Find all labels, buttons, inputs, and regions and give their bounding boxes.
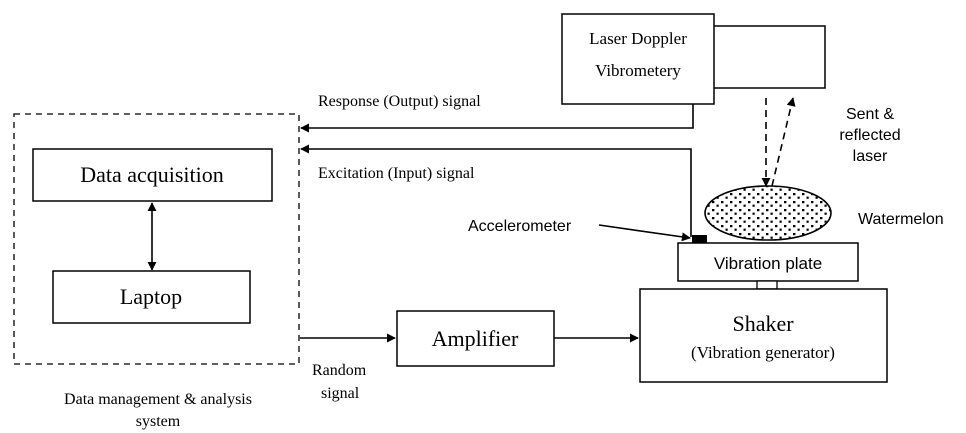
random-signal-label-line1: Random — [312, 362, 367, 379]
ldv-label-line2: Vibrometery — [595, 61, 681, 80]
laser-doppler-vibrometer: Laser Doppler Vibrometery — [561, 13, 826, 105]
watermelon-label: Watermelon — [858, 211, 944, 228]
plate-shaker-connector — [756, 280, 778, 290]
system-caption-line2: system — [136, 413, 181, 430]
accelerometer-pointer-arrow — [598, 224, 691, 242]
accelerometer-label: Accelerometer — [468, 218, 572, 235]
excitation-signal-arrow — [300, 144, 692, 237]
laser-label-line1: Sent & — [846, 106, 894, 123]
laser-label-line2: reflected — [839, 127, 900, 144]
reflected-laser-beam — [771, 97, 796, 187]
system-dashed-boundary — [13, 113, 300, 365]
vibration-plate-box — [677, 242, 859, 282]
shaker-subtitle: (Vibration generator) — [691, 343, 835, 362]
ldv-body-box — [561, 13, 715, 105]
watermelon-shape — [704, 185, 832, 241]
ldv-head-box — [710, 25, 826, 89]
data-acquisition-box — [32, 148, 273, 202]
laser-beams — [761, 97, 796, 187]
shaker-box — [639, 288, 888, 383]
ldv-label-line1: Laser Doppler — [589, 29, 687, 48]
response-signal-arrow — [300, 104, 694, 133]
data-management-system: Data acquisition Laptop — [13, 113, 300, 365]
response-signal-label: Response (Output) signal — [318, 93, 481, 110]
amplifier-label: Amplifier — [432, 326, 519, 351]
system-caption-line1: Data management & analysis — [64, 391, 252, 408]
laser-label-line3: laser — [853, 148, 888, 165]
shaker-title: Shaker — [732, 311, 794, 336]
random-signal-label-line2: signal — [321, 385, 360, 402]
data-acquisition-label: Data acquisition — [80, 162, 224, 187]
accelerometer-sensor — [692, 235, 707, 243]
excitation-signal-label: Excitation (Input) signal — [318, 165, 475, 182]
laptop-box — [52, 270, 251, 324]
vibration-plate-label: Vibration plate — [714, 254, 822, 273]
laptop-label: Laptop — [120, 284, 182, 309]
amplifier-box — [396, 310, 555, 367]
